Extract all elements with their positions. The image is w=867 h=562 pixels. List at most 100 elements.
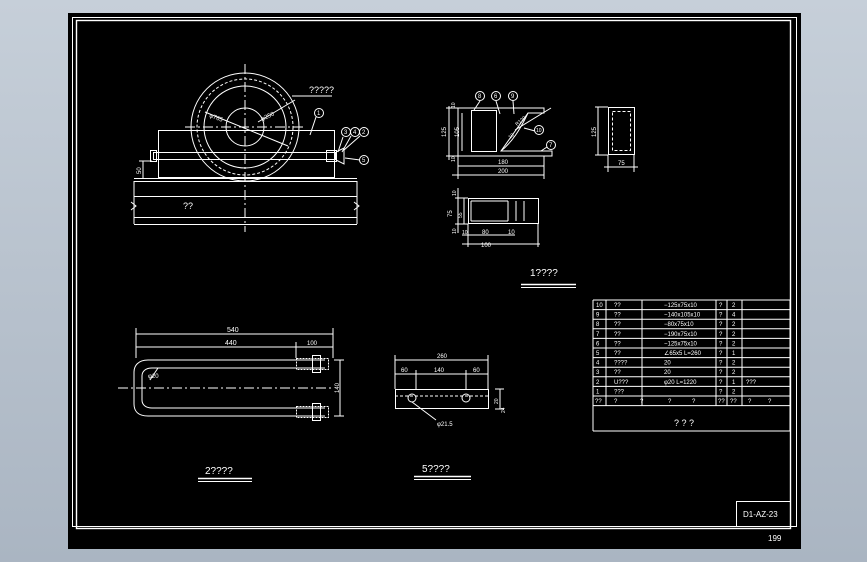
dim-v2-thread: 100 xyxy=(307,341,318,347)
dim-bt-a: 10 xyxy=(462,230,468,236)
bom-cell: ?? xyxy=(614,332,621,338)
bom-cell: 20 xyxy=(664,370,671,376)
bom-header-cell: ?? xyxy=(595,399,602,405)
bom-header-cell: ?? xyxy=(718,399,725,405)
bom-header-cell: ? xyxy=(614,399,618,405)
bom-cell: 1 xyxy=(732,380,736,386)
bom-cell: 2 xyxy=(732,322,736,328)
dim-bt-b: 80 xyxy=(482,230,489,236)
bom-header-cell: ? xyxy=(640,399,644,405)
dim-bf-inner-width: 180 xyxy=(498,160,509,166)
balloon-2: 2 xyxy=(362,130,366,136)
dim-bt-h2: 55 xyxy=(458,212,464,218)
bracket-front-view xyxy=(446,91,556,179)
bom-cell: 4 xyxy=(596,361,600,367)
dim-bt-total: 100 xyxy=(481,243,492,249)
dim-bt-t2: 10 xyxy=(452,228,458,234)
inner-frame xyxy=(75,19,792,530)
bom-cell: ? xyxy=(719,341,723,347)
dim-v2-rod: φ20 xyxy=(148,374,159,380)
dim-bf-height: 125 xyxy=(442,126,448,137)
bom-header-cell: ? xyxy=(692,399,696,405)
balloon-3: 3 xyxy=(344,130,348,136)
bom-cell: 4 xyxy=(732,313,736,319)
dim-bt-c: 10 xyxy=(508,230,515,236)
bom-cell: −190x75x10 xyxy=(664,332,698,338)
dim-bf-width: 200 xyxy=(498,169,509,175)
bom-cell: 2 xyxy=(732,341,736,347)
bom-cell: ? xyxy=(719,351,723,357)
dim-v5-mid: 140 xyxy=(434,368,445,374)
dim-bt-t1: 10 xyxy=(452,190,458,196)
bom-cell: 1 xyxy=(596,389,600,395)
bom-cell: 2 xyxy=(732,303,736,309)
bom-cell: 2 xyxy=(732,332,736,338)
dim-v5-h: 20 xyxy=(494,398,500,404)
dim-v5-hole: φ21.5 xyxy=(437,422,453,428)
bom-cell: ? xyxy=(719,313,723,319)
bom-cell: ? xyxy=(719,361,723,367)
outer-frame xyxy=(72,17,797,527)
dim-bt-h: 75 xyxy=(448,210,454,217)
dim-height-50: 50 xyxy=(137,167,143,174)
balloon-4: 4 xyxy=(353,130,357,136)
bom-cell: ?? xyxy=(614,313,621,319)
view1-wheel-assembly xyxy=(130,64,369,232)
bom-cell: 7 xyxy=(596,332,600,338)
bom-cell: ? xyxy=(719,322,723,328)
bom-cell: ? xyxy=(719,332,723,338)
balloon-1: 1 xyxy=(317,111,321,117)
balloon-9: 9 xyxy=(511,94,515,100)
bom-cell: 1 xyxy=(732,351,736,357)
balloon-10: 10 xyxy=(536,128,542,134)
bom-cell: −80x75x10 xyxy=(664,322,694,328)
bom-cell: 2 xyxy=(732,361,736,367)
bom-cell: ?? xyxy=(614,351,621,357)
page-number: 199 xyxy=(768,534,782,543)
bom-cell: −125x75x10 xyxy=(664,303,698,309)
bom-cell: φ20 L=1220 xyxy=(664,380,697,386)
bom-cell: ? xyxy=(719,380,723,386)
dim-bs-width: 75 xyxy=(618,161,625,167)
bom-header-cell: ? xyxy=(768,399,772,405)
bracket-side-view xyxy=(595,106,638,172)
bom-cell: ???? xyxy=(614,361,628,367)
bom-cell: ??? xyxy=(746,380,757,386)
view1-caption: 1???? xyxy=(530,268,558,279)
dim-bf-inner: 105 xyxy=(455,126,461,137)
base-label: ?? xyxy=(183,201,193,211)
title-block-code-box xyxy=(736,501,791,527)
bom-cell: ?? xyxy=(614,303,621,309)
wheel-label: ????? xyxy=(309,85,334,95)
dim-wheel-inner: φ250 xyxy=(260,111,276,123)
bom-cell: U??? xyxy=(614,380,629,386)
drawing-code: D1-AZ-23 xyxy=(743,510,778,519)
balloon-8: 8 xyxy=(478,94,482,100)
bom-cell: 5 xyxy=(596,351,600,357)
bom-title: ? ? ? xyxy=(674,418,694,428)
bom-header-cell: ? xyxy=(668,399,672,405)
bom-cell: 2 xyxy=(732,389,736,395)
bom-cell: ?? xyxy=(614,341,621,347)
bom-cell: ? xyxy=(719,389,723,395)
dim-v5-right: 60 xyxy=(473,368,480,374)
bom-cell: ?? xyxy=(614,370,621,376)
bom-header-cell: ? xyxy=(748,399,752,405)
view2-u-bolt xyxy=(118,328,344,421)
bom-cell: 9 xyxy=(596,313,600,319)
bom-cell: 6 xyxy=(596,341,600,347)
balloon-7: 7 xyxy=(549,143,553,149)
bom-cell: ∠65x5 L=260 xyxy=(664,350,702,357)
view5-caption: 5???? xyxy=(422,464,450,475)
bom-text: 10??−125x75x10?29??−140x105x10?48??−80x7… xyxy=(595,303,772,428)
dim-wheel-outer: φ765 xyxy=(208,113,224,124)
dim-bf-bottom: 10 xyxy=(451,156,457,162)
bom-header-cell: ?? xyxy=(730,399,737,405)
bom-cell: −140x105x10 xyxy=(664,313,701,319)
dim-v2-total: 540 xyxy=(227,327,239,334)
bom-cell: ?? xyxy=(614,322,621,328)
dim-bf-top: 10 xyxy=(451,102,457,108)
balloon-5: 5 xyxy=(362,158,366,164)
